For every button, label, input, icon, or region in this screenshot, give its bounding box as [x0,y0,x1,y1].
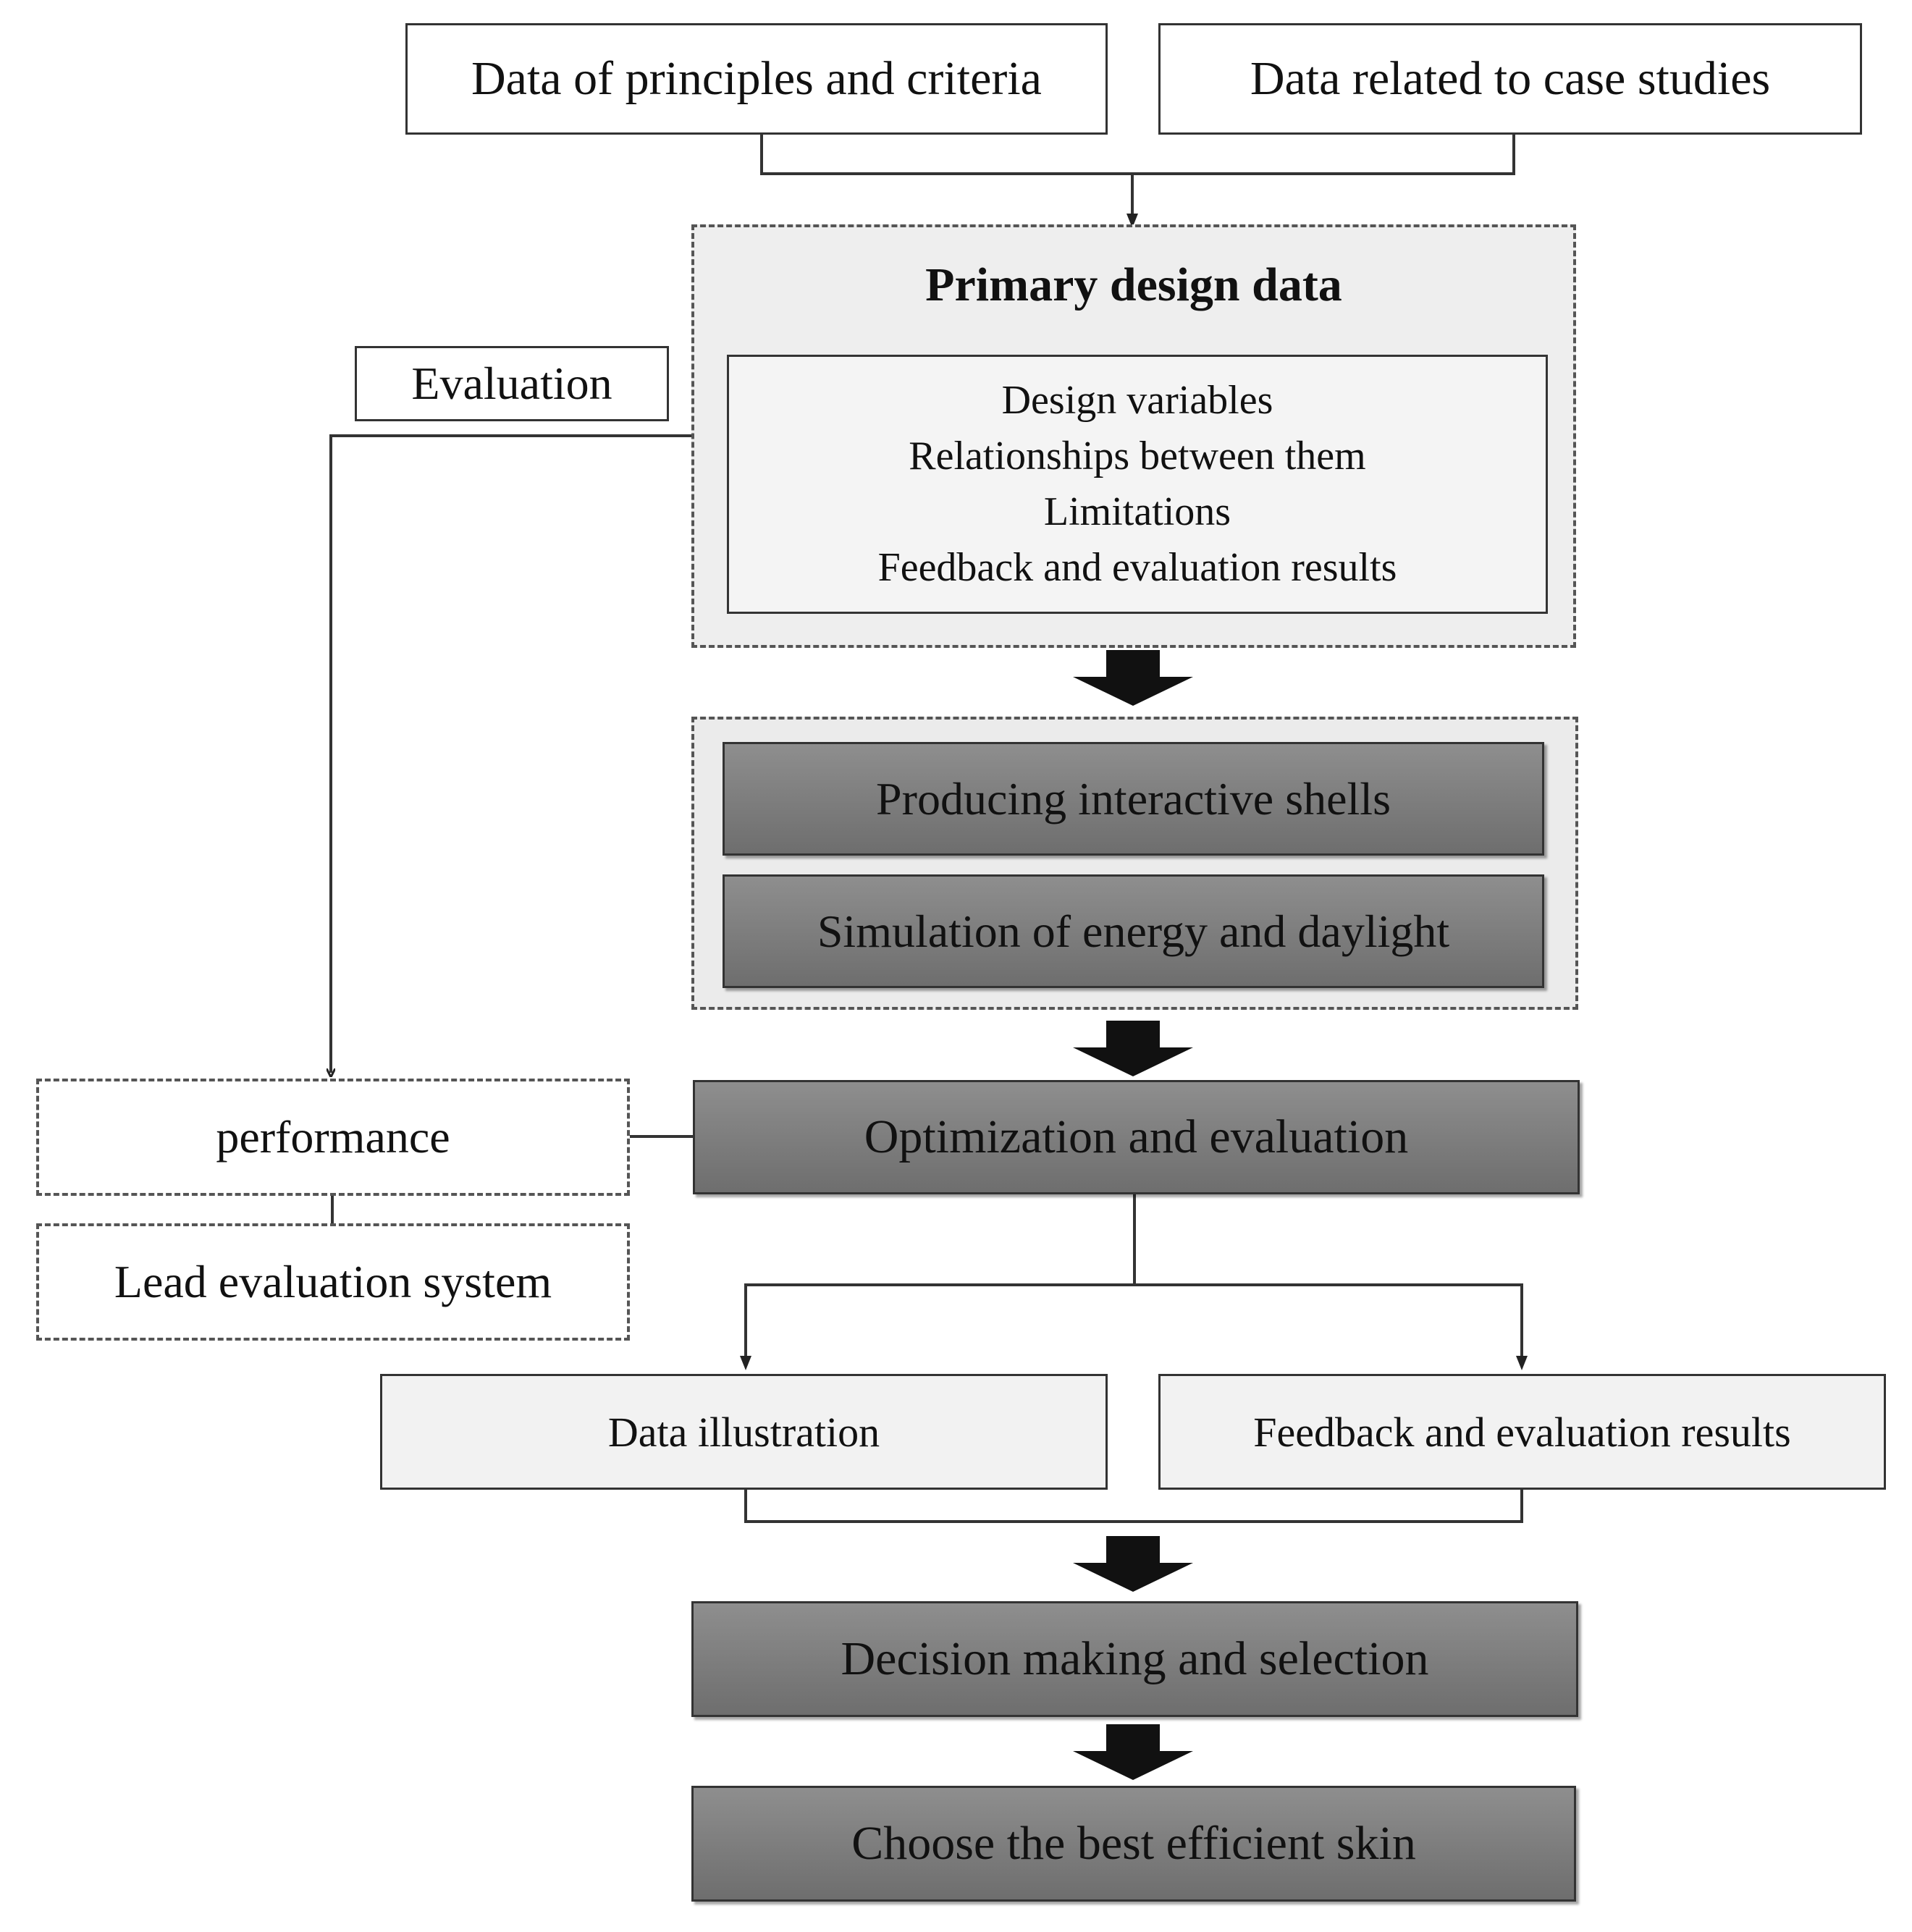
primary-design-data-group: Primary design data Design variables Rel… [691,224,1576,648]
optimization-split-line [740,1193,1136,1370]
outputs-join-line [744,1488,1523,1523]
evaluation-label: Evaluation [411,358,612,409]
primary-design-data-list: Design variables Relationships between t… [727,355,1548,614]
feedback-results-label: Feedback and evaluation results [1253,1408,1791,1456]
performance-box: performance [36,1079,630,1196]
producing-shells-label: Producing interactive shells [876,772,1391,824]
inputs-join-line [760,135,1515,175]
data-illustration-label: Data illustration [607,1408,880,1456]
producing-shells-box: Producing interactive shells [723,742,1544,856]
final-choice-label: Choose the best efficient skin [851,1817,1416,1870]
decision-box: Decision making and selection [691,1601,1578,1717]
block-arrow-1 [1073,650,1193,706]
principles-criteria-box: Data of principles and criteria [405,23,1108,135]
optimization-box: Optimization and evaluation [693,1080,1580,1194]
block-arrow-2 [1073,1021,1193,1076]
primary-item-feedback: Feedback and evaluation results [877,545,1397,590]
simulation-label: Simulation of energy and daylight [817,905,1450,957]
optimization-label: Optimization and evaluation [864,1110,1409,1163]
evaluation-loop-line [331,434,691,1073]
case-studies-box: Data related to case studies [1158,23,1862,135]
case-studies-label: Data related to case studies [1250,52,1771,105]
block-arrow-3 [1073,1536,1193,1592]
primary-item-relationships: Relationships between them [909,434,1366,478]
block-arrow-4 [1073,1724,1193,1780]
performance-label: performance [216,1111,450,1163]
feedback-results-box: Feedback and evaluation results [1158,1374,1886,1490]
primary-item-design-variables: Design variables [1001,378,1273,423]
primary-design-data-title: Primary design data [925,258,1342,311]
principles-criteria-label: Data of principles and criteria [471,52,1042,105]
evaluation-box: Evaluation [355,346,669,421]
optimization-split-right-line [1134,1283,1528,1370]
decision-label: Decision making and selection [841,1632,1429,1685]
lead-evaluation-box: Lead evaluation system [36,1223,630,1341]
lead-evaluation-label: Lead evaluation system [114,1256,552,1307]
simulation-box: Simulation of energy and daylight [723,874,1544,988]
data-illustration-box: Data illustration [380,1374,1108,1490]
primary-item-limitations: Limitations [1043,489,1231,534]
final-choice-box: Choose the best efficient skin [691,1786,1576,1902]
